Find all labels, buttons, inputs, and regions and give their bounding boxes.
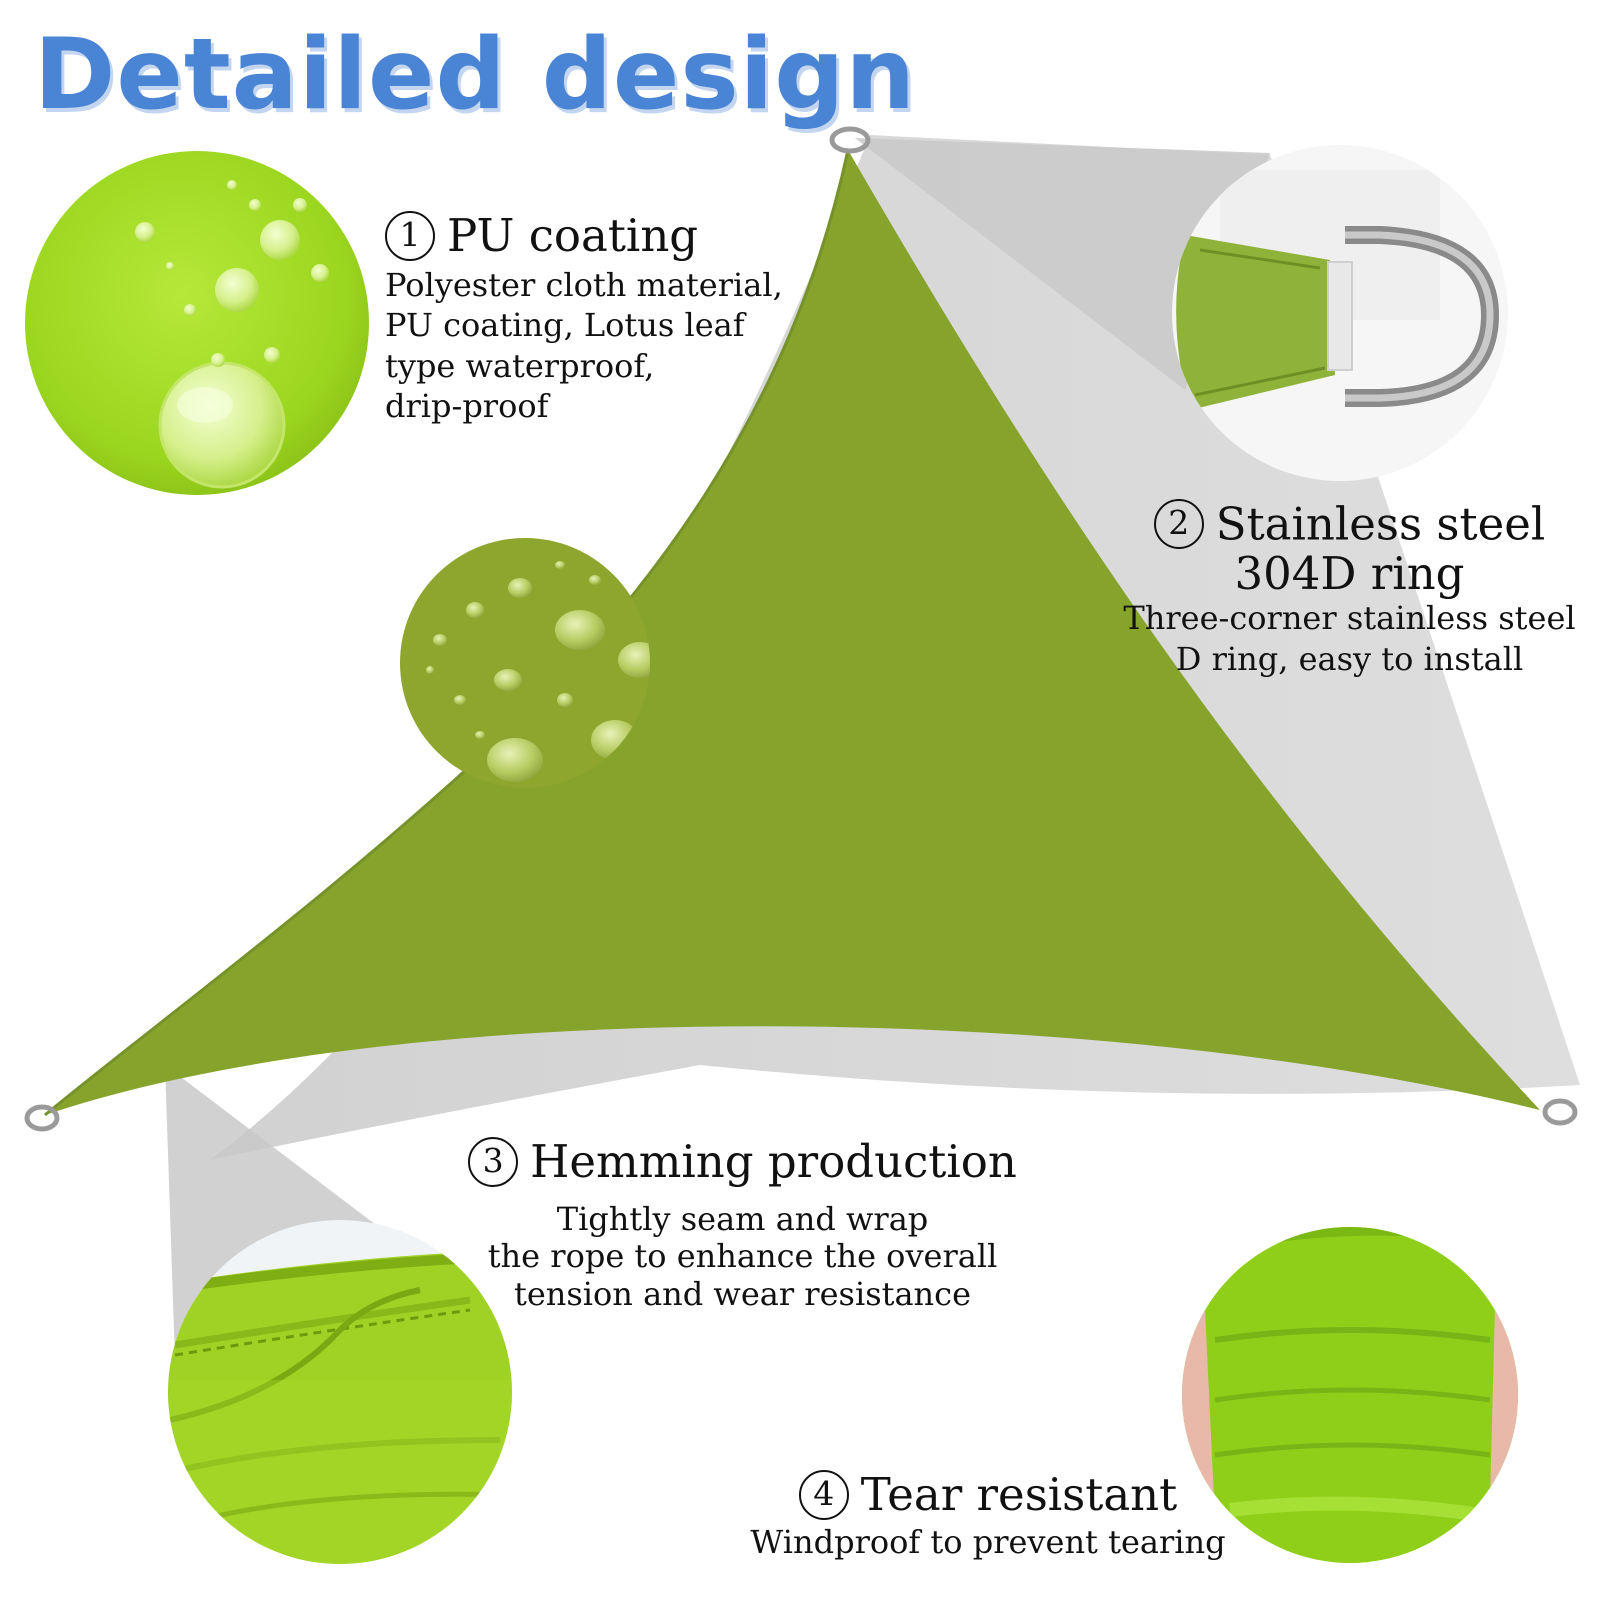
number-badge: 3 [468,1136,519,1187]
feature-description: Windproof to prevent tearing [728,1522,1248,1563]
corner-ring-right-icon [1542,1098,1578,1126]
corner-ring-top-icon [829,126,871,154]
detail-circle-water-drops [25,151,369,495]
sail-triangle [45,150,1540,1115]
feature-description-line: D ring, easy to install [1175,640,1524,679]
callout-cone-ring [855,138,1270,390]
feature-description-line: drip-proof [385,387,549,426]
detail-circle-hemming [168,1220,512,1564]
feature-description-line: Windproof to prevent tearing [750,1522,1226,1561]
feature-description-line: Tightly seam and wrap [556,1199,929,1238]
page-title: Detailed design [34,18,917,132]
feature-description-line: tension and wear resistance [513,1275,972,1313]
feature-heading-text: Stainless steel [1215,497,1546,551]
detail-circle-d-ring [1172,145,1508,481]
number-badge: 1 [385,210,435,261]
corner-ring-left-icon [24,1104,60,1132]
feature-description-line: type waterproof, [385,346,655,385]
feature-description-line: Polyester cloth material, [385,265,783,304]
feature-heading-text: PU coating [447,209,699,262]
feature-heading-text: Tear resistant [860,1468,1178,1521]
number-badge: 4 [798,1469,849,1520]
feature-description: Tightly seam and wrap the rope to enhanc… [455,1199,1030,1314]
feature-description: Polyester cloth material, PU coating, Lo… [385,265,805,428]
feature-heading-text: Hemming production [530,1135,1017,1188]
detail-circle-olive-drops [400,538,650,788]
feature-description-line: PU coating, Lotus leaf [385,306,745,345]
number-badge: 2 [1153,499,1204,549]
feature-heading-line: 304D ring [1234,547,1465,600]
feature-description: Three-corner stainless steel D ring, eas… [1102,598,1597,679]
feature-description-line: Three-corner stainless steel [1123,599,1576,638]
feature-description-line: the rope to enhance the overall [487,1237,998,1276]
